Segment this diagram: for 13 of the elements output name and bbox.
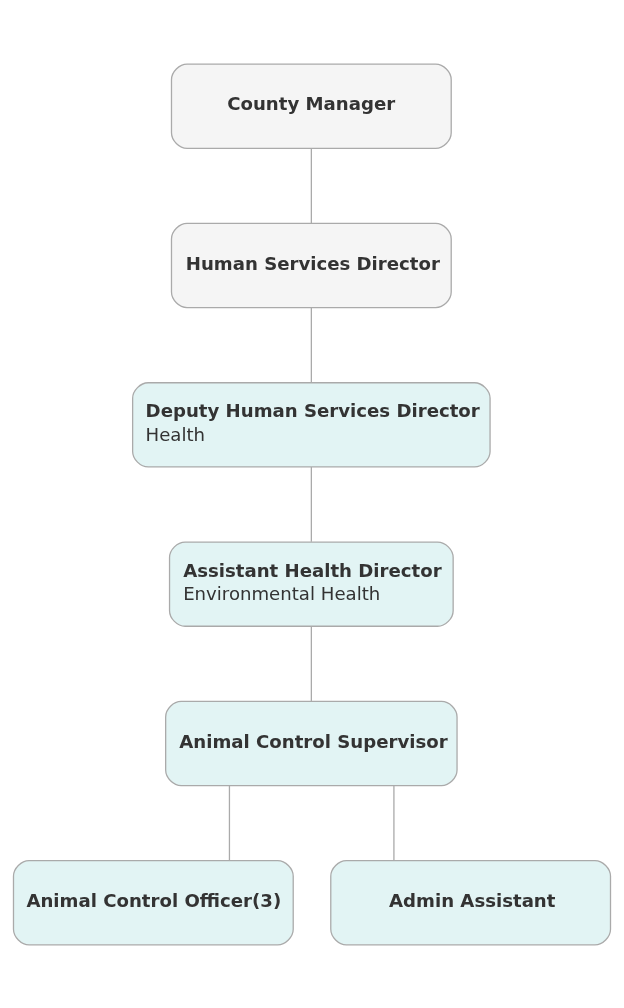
node-box: Admin Assistant xyxy=(330,859,612,945)
node-box: Deputy Human Services Director Health xyxy=(132,381,491,468)
connector xyxy=(310,465,312,542)
node-box: County Manager xyxy=(170,63,452,149)
connector xyxy=(228,784,231,861)
connector xyxy=(393,784,395,861)
connector xyxy=(310,306,312,383)
connector xyxy=(310,147,312,224)
node-box: Animal Control Supervisor xyxy=(165,700,458,786)
node-box: Animal Control Officer(3) xyxy=(12,859,294,945)
node-box: Human Services Director xyxy=(170,222,452,308)
node-box: Assistant Health Director Environmental Health xyxy=(168,540,454,627)
connector xyxy=(310,625,312,702)
